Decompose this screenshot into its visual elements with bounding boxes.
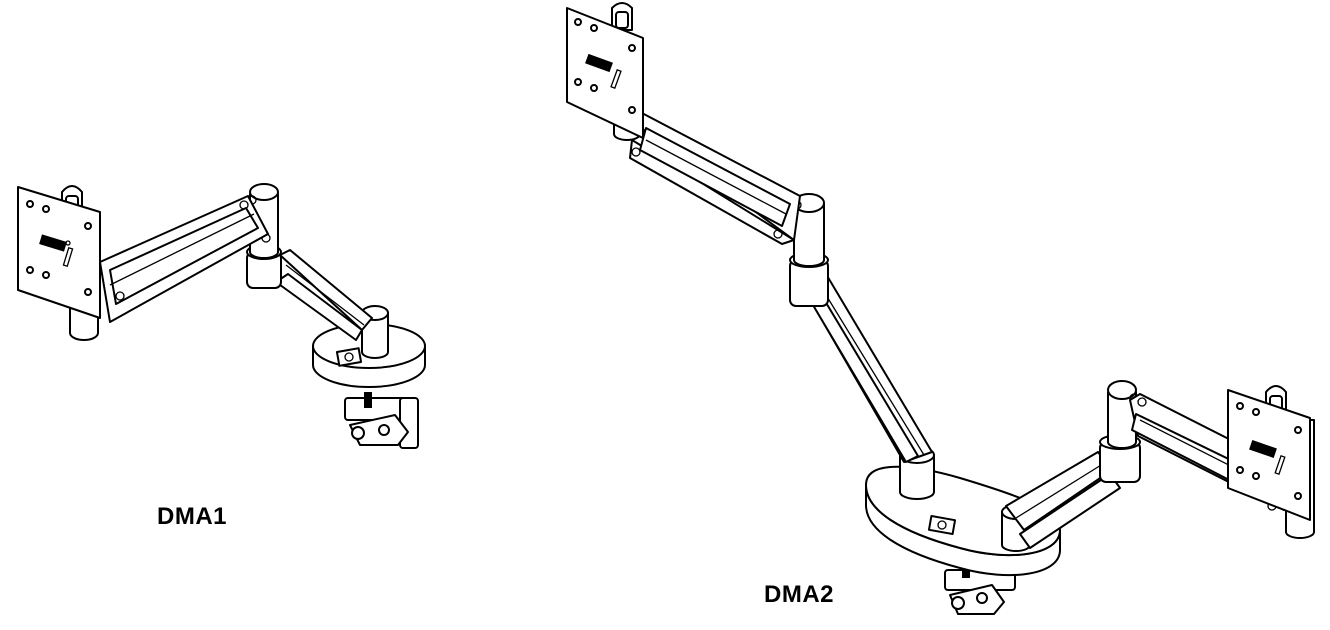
dma2-right-lower-arm	[1005, 451, 1121, 549]
dma1-label: DMA1	[157, 503, 228, 530]
dma1-lower-arm	[275, 249, 373, 341]
dma2-left-elbow-joint	[789, 193, 829, 307]
dma1-post	[361, 305, 389, 359]
dma2-label: DMA2	[764, 581, 835, 608]
dma2-assembly	[566, 2, 1315, 615]
dma1-upper-arm	[99, 195, 269, 323]
dma2-right-elbow-joint	[1099, 380, 1141, 483]
dma2-left-vesa-plate	[566, 7, 644, 139]
dma2-left-upper-arm	[629, 111, 801, 245]
dma1-desk-clamp	[344, 392, 419, 449]
dma1-vesa-plate	[17, 186, 101, 319]
dma1-assembly	[17, 183, 426, 449]
dma2-right-vesa-plate	[1227, 389, 1311, 521]
